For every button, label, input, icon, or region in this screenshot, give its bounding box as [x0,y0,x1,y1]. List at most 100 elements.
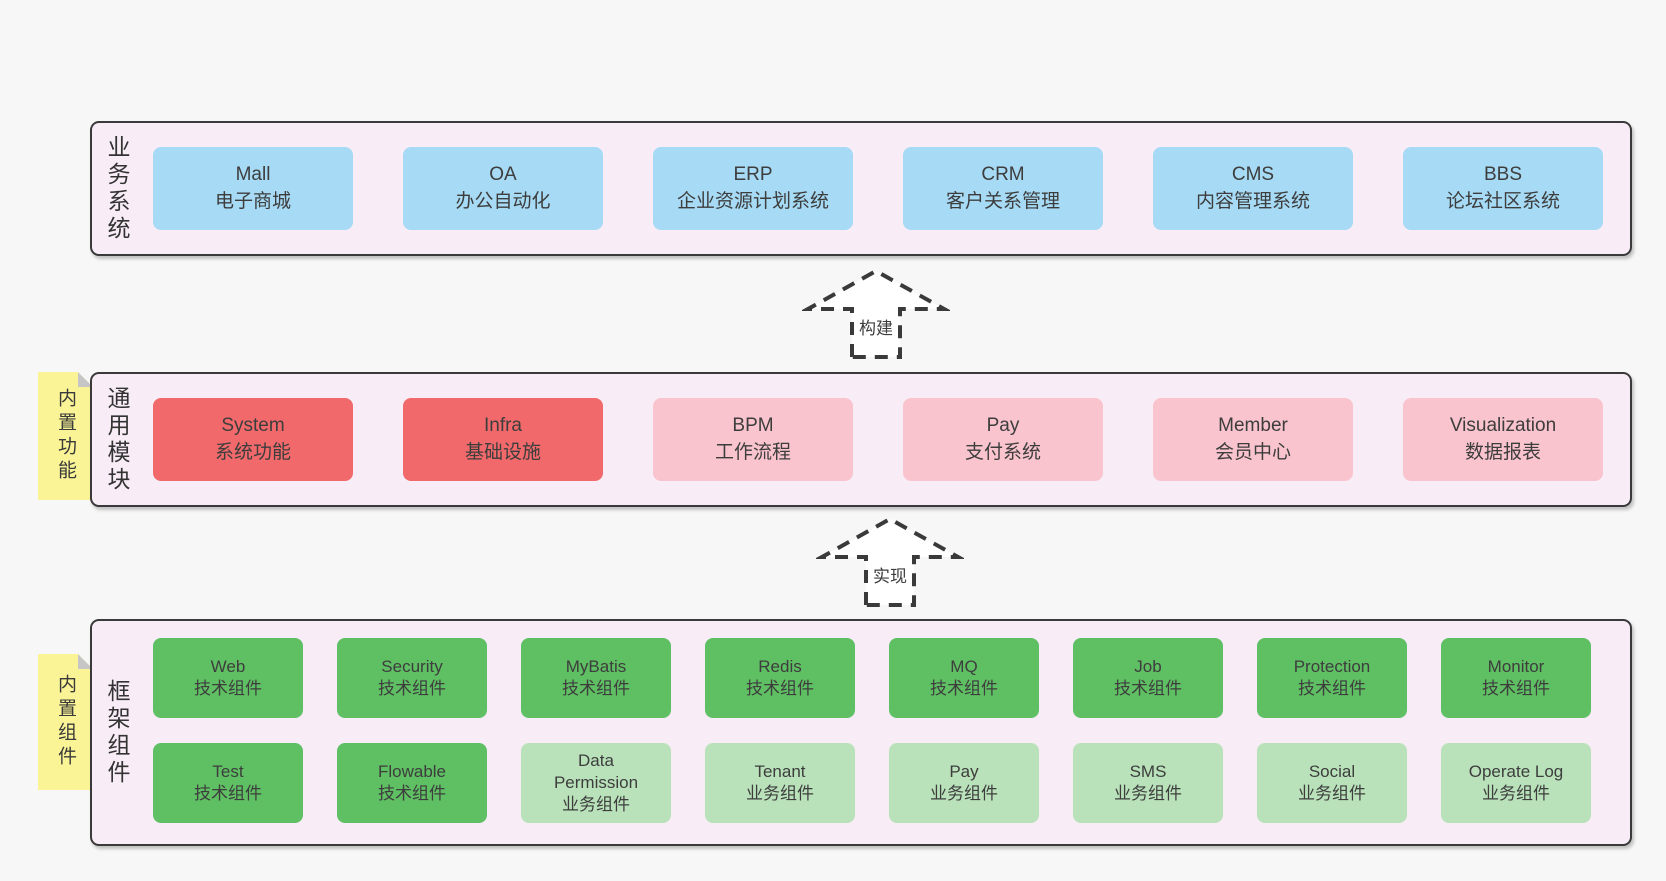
sticky-note-text: 内置功能 [55,388,76,484]
box-title: Member [1218,415,1288,437]
box-title: Pay [949,761,979,781]
section-components-label: 框架组件 [104,678,130,787]
box-subtitle: 技术组件 [1482,679,1550,698]
box-subtitle: 电子商城 [214,190,291,212]
box-title: SMS [1129,761,1167,781]
box-subtitle: 内容管理系统 [1195,190,1310,212]
box-cms: CMS 内容管理系统 [1153,147,1353,230]
up-arrow-icon [802,268,950,359]
section-common-modules: 通用模块 System 系统功能 Infra 基础设施 BPM 工作流程 Pay… [90,372,1632,507]
section-business-label: 业务系统 [104,134,130,243]
box-title: Security [381,656,443,676]
box-title: Pay [986,415,1020,437]
box-protection: Protection 技术组件 [1257,638,1407,718]
box-title: Data Permission [553,750,639,792]
box-title: Web [210,656,246,676]
box-title: Flowable [377,761,447,781]
box-subtitle: 技术组件 [746,679,814,698]
box-web: Web 技术组件 [153,638,303,718]
box-job: Job 技术组件 [1073,638,1223,718]
up-arrow-build: 构建 [802,266,950,360]
box-subtitle: 数据报表 [1464,441,1541,463]
box-oa: OA 办公自动化 [403,147,603,230]
box-subtitle: 业务组件 [746,784,814,803]
box-subtitle: 基础设施 [464,441,541,463]
box-subtitle: 技术组件 [1114,679,1182,698]
box-visualization: Visualization 数据报表 [1403,398,1603,481]
box-subtitle: 技术组件 [378,784,446,803]
box-title: Job [1134,656,1162,676]
box-pay-system: Pay 支付系统 [903,398,1103,481]
box-title: Operate Log [1468,761,1564,781]
box-subtitle: 技术组件 [562,679,630,698]
arrow-implement-label: 实现 [873,567,907,586]
sticky-note-built-in-features: 内置功能 [38,372,93,500]
box-subtitle: 业务组件 [1482,784,1550,803]
modules-boxes-row: System 系统功能 Infra 基础设施 BPM 工作流程 Pay 支付系统… [153,398,1603,481]
box-title: CRM [981,164,1025,186]
box-monitor: Monitor 技术组件 [1441,638,1591,718]
box-title: Mall [235,164,271,186]
box-operate-log: Operate Log 业务组件 [1441,743,1591,823]
section-framework-components: 框架组件 Web 技术组件 Security 技术组件 MyBatis 技术组件… [90,619,1632,846]
box-subtitle: 客户关系管理 [945,190,1060,212]
box-title: Redis [758,656,802,676]
box-title: Test [212,761,244,781]
box-subtitle: 业务组件 [562,795,630,815]
box-bbs: BBS 论坛社区系统 [1403,147,1603,230]
box-title: CMS [1231,164,1275,186]
box-tenant: Tenant 业务组件 [705,743,855,823]
box-sms: SMS 业务组件 [1073,743,1223,823]
box-data-permission: Data Permission 业务组件 [521,743,671,823]
box-subtitle: 工作流程 [714,441,791,463]
box-subtitle: 会员中心 [1214,441,1291,463]
box-flowable: Flowable 技术组件 [337,743,487,823]
box-title: OA [489,164,517,186]
box-title: ERP [733,164,773,186]
box-subtitle: 技术组件 [378,679,446,698]
box-title: Visualization [1449,415,1557,437]
box-subtitle: 企业资源计划系统 [676,190,829,212]
components-row-2: Test 技术组件 Flowable 技术组件 Data Permission … [153,743,1591,823]
sticky-note-text: 内置组件 [55,674,76,770]
box-title: BBS [1483,164,1523,186]
box-title: Social [1308,761,1356,781]
box-pay-component: Pay 业务组件 [889,743,1039,823]
box-title: System [221,415,285,437]
box-redis: Redis 技术组件 [705,638,855,718]
box-member: Member 会员中心 [1153,398,1353,481]
box-subtitle: 业务组件 [1298,784,1366,803]
box-infra: Infra 基础设施 [403,398,603,481]
box-mq: MQ 技术组件 [889,638,1039,718]
arrow-build-label: 构建 [859,319,893,338]
box-mall: Mall 电子商城 [153,147,353,230]
box-crm: CRM 客户关系管理 [903,147,1103,230]
box-test: Test 技术组件 [153,743,303,823]
box-bpm: BPM 工作流程 [653,398,853,481]
section-business-systems: 业务系统 Mall 电子商城 OA 办公自动化 ERP 企业资源计划系统 CRM… [90,121,1632,256]
box-security: Security 技术组件 [337,638,487,718]
box-subtitle: 技术组件 [194,784,262,803]
box-subtitle: 技术组件 [194,679,262,698]
box-subtitle: 技术组件 [930,679,998,698]
box-title: BPM [732,415,774,437]
box-title: MQ [950,656,978,676]
box-subtitle: 业务组件 [930,784,998,803]
box-title: Infra [483,415,523,437]
box-subtitle: 技术组件 [1298,679,1366,698]
box-subtitle: 业务组件 [1114,784,1182,803]
box-title: Protection [1293,656,1371,676]
box-mybatis: MyBatis 技术组件 [521,638,671,718]
box-subtitle: 系统功能 [214,441,291,463]
business-boxes-row: Mall 电子商城 OA 办公自动化 ERP 企业资源计划系统 CRM 客户关系… [153,147,1603,230]
section-modules-label: 通用模块 [104,385,130,494]
up-arrow-implement: 实现 [816,514,964,608]
box-erp: ERP 企业资源计划系统 [653,147,853,230]
up-arrow-icon [816,516,964,607]
components-row-1: Web 技术组件 Security 技术组件 MyBatis 技术组件 Redi… [153,638,1591,718]
box-title: Tenant [754,761,806,781]
box-social: Social 业务组件 [1257,743,1407,823]
box-subtitle: 办公自动化 [455,190,551,212]
box-subtitle: 支付系统 [964,441,1041,463]
